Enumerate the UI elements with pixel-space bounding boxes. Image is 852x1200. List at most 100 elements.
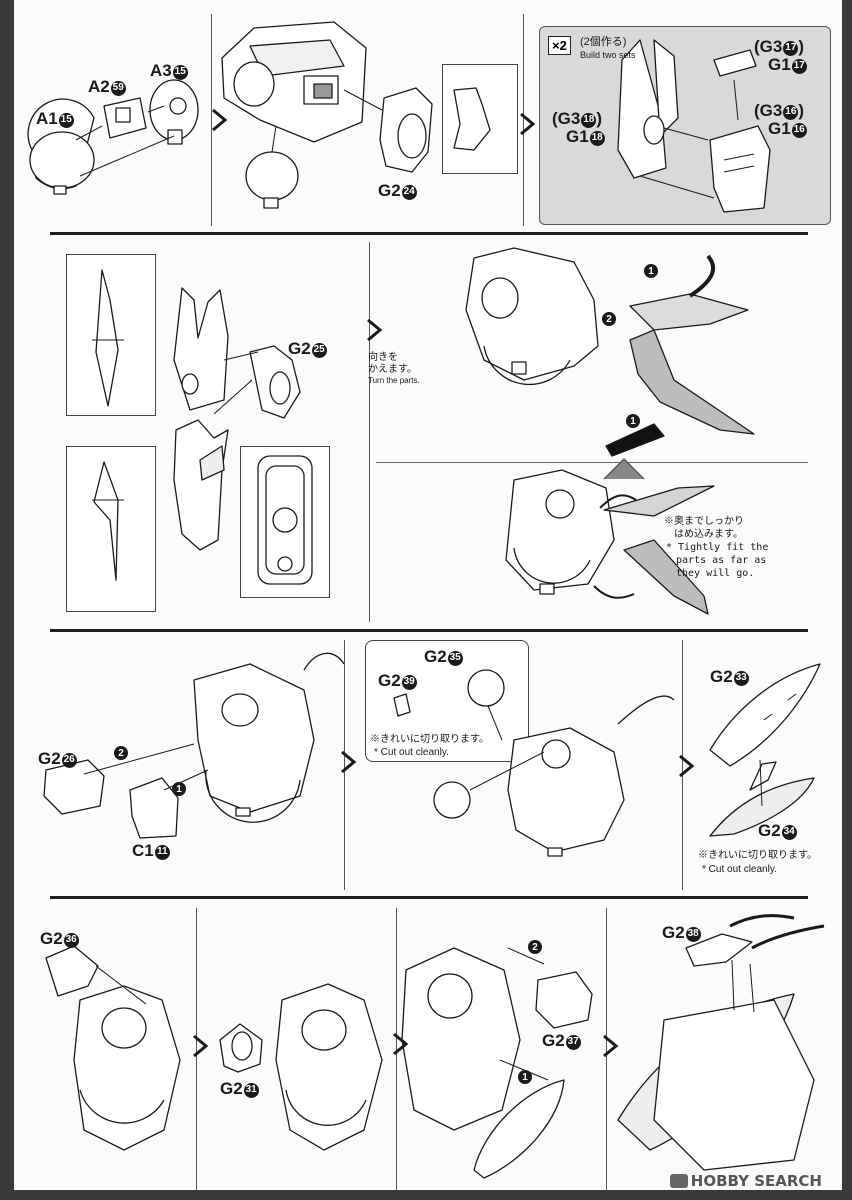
part-code: G2 bbox=[288, 339, 311, 358]
watermark: HOBBY SEARCH bbox=[669, 1172, 822, 1190]
part-number: 59 bbox=[110, 80, 126, 96]
next-step-arrow bbox=[393, 1032, 409, 1056]
next-step-arrow bbox=[520, 112, 536, 136]
part-number: 38 bbox=[685, 926, 701, 942]
part-code: G1 bbox=[768, 119, 791, 138]
part-code: G2 bbox=[542, 1031, 565, 1050]
next-step-arrow bbox=[212, 108, 228, 132]
section-divider bbox=[50, 896, 808, 899]
part-number: 16 bbox=[791, 122, 807, 138]
part-number: 26 bbox=[61, 752, 77, 768]
callout-box bbox=[365, 640, 529, 762]
step-number-2: 2 bbox=[528, 940, 542, 954]
paren-close: ) bbox=[798, 101, 805, 120]
tight-fit-note-en: they will go. bbox=[676, 568, 755, 579]
panel-separator bbox=[396, 908, 397, 1190]
turn-note-jp: かえます。 bbox=[368, 364, 417, 375]
next-step-arrow bbox=[367, 318, 383, 342]
step-number-1: 1 bbox=[644, 264, 658, 278]
tight-fit-note-jp: はめ込みます。 bbox=[674, 529, 743, 540]
turn-note-jp: 向きを bbox=[368, 352, 398, 363]
tight-fit-note-en: * Tightly fit the bbox=[666, 542, 769, 553]
part-drawings bbox=[27, 21, 825, 1179]
paren-close: ) bbox=[798, 37, 805, 56]
part-code: G2 bbox=[40, 929, 63, 948]
paren-close: ) bbox=[596, 109, 603, 128]
watermark-text: HOBBY SEARCH bbox=[690, 1172, 822, 1190]
next-step-arrow bbox=[679, 754, 695, 778]
part-code: G2 bbox=[758, 821, 781, 840]
part-number: 24 bbox=[401, 184, 417, 200]
part-number: 34 bbox=[781, 824, 797, 840]
step-number-2: 2 bbox=[602, 312, 616, 326]
cut-note-en: * Cut out cleanly. bbox=[374, 747, 449, 758]
part-code: (G3 bbox=[754, 37, 783, 56]
part-code: G2 bbox=[38, 749, 61, 768]
panel-separator bbox=[369, 242, 370, 622]
panel-separator bbox=[196, 908, 197, 1190]
turn-note-en: Turn the parts. bbox=[368, 376, 420, 385]
part-code: A2 bbox=[88, 77, 110, 96]
step-number-1: 1 bbox=[172, 782, 186, 796]
part-number: 39 bbox=[401, 674, 417, 690]
part-code: G2 bbox=[220, 1079, 243, 1098]
part-number: 35 bbox=[447, 650, 463, 666]
sub-divider bbox=[376, 462, 808, 463]
next-step-arrow bbox=[603, 1034, 619, 1058]
part-code: G2 bbox=[378, 671, 401, 690]
cut-note-jp: ※きれいに切り取ります。 bbox=[698, 850, 817, 861]
part-number: 15 bbox=[58, 112, 74, 128]
part-code: A3 bbox=[150, 61, 172, 80]
part-code: A1 bbox=[36, 109, 58, 128]
panel-separator bbox=[606, 908, 607, 1190]
part-code: G1 bbox=[566, 127, 589, 146]
two-sets-badge: ×2 bbox=[548, 36, 571, 55]
part-number: 31 bbox=[243, 1082, 259, 1098]
part-code: G2 bbox=[662, 923, 685, 942]
next-step-arrow bbox=[341, 750, 357, 774]
part-code: (G3 bbox=[754, 101, 783, 120]
step-number-2: 2 bbox=[114, 746, 128, 760]
section-divider bbox=[50, 232, 808, 235]
tight-fit-note-en: parts as far as bbox=[676, 555, 767, 566]
step-number-1: 1 bbox=[626, 414, 640, 428]
part-code: (G3 bbox=[552, 109, 581, 128]
panel-separator bbox=[211, 14, 212, 226]
part-code: G2 bbox=[378, 181, 401, 200]
section-divider bbox=[50, 629, 808, 632]
part-number: 11 bbox=[154, 844, 170, 860]
part-number: 18 bbox=[589, 130, 605, 146]
part-number: 36 bbox=[63, 932, 79, 948]
step-number-1: 1 bbox=[518, 1070, 532, 1084]
part-code: G2 bbox=[424, 647, 447, 666]
cut-note-jp: ※きれいに切り取ります。 bbox=[370, 734, 489, 745]
two-sets-note-jp: (2個作る) bbox=[580, 36, 627, 48]
part-number: 37 bbox=[565, 1034, 581, 1050]
two-sets-note-en: Build two sets bbox=[580, 50, 636, 60]
part-number: 18 bbox=[581, 112, 597, 128]
part-number: 25 bbox=[311, 342, 327, 358]
part-number: 33 bbox=[733, 670, 749, 686]
cut-note-en: * Cut out cleanly. bbox=[702, 864, 777, 875]
part-number: 17 bbox=[783, 40, 799, 56]
panel-separator bbox=[682, 640, 683, 890]
panel-separator bbox=[344, 640, 345, 890]
